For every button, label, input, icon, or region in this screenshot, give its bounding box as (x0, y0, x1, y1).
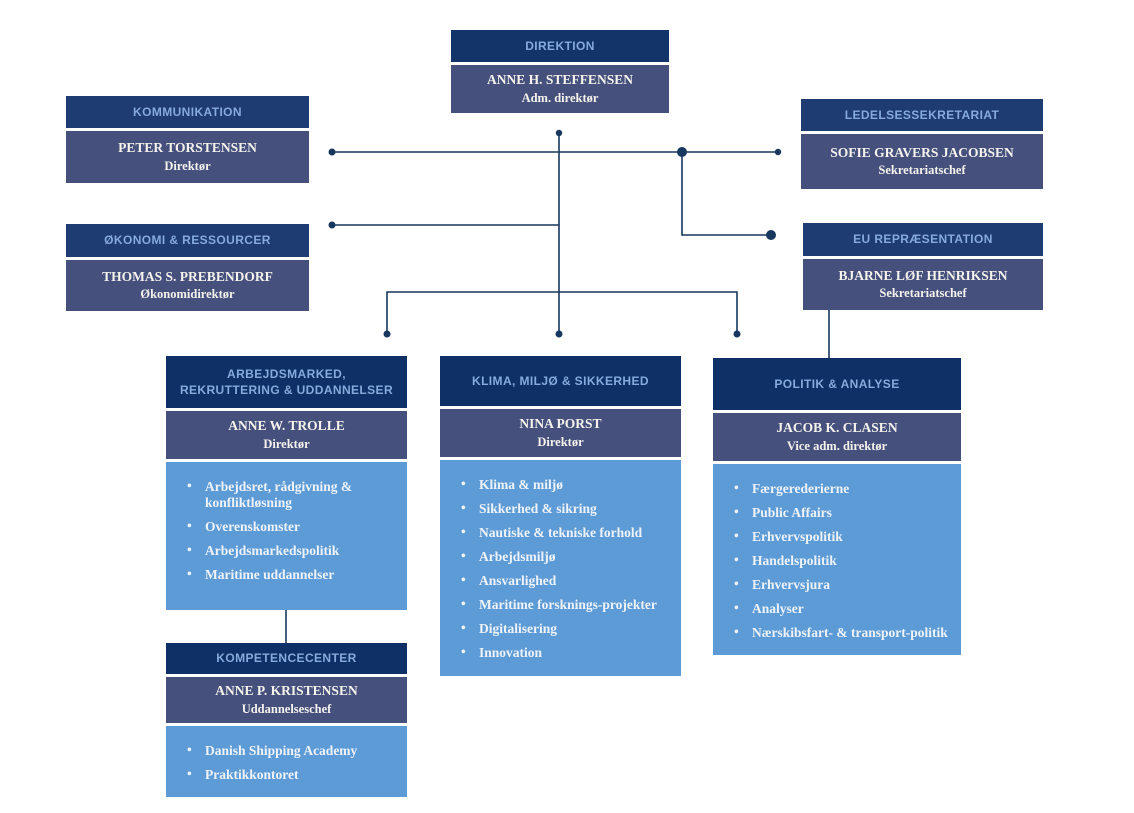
list-item: Maritime forsknings-projekter (456, 596, 675, 613)
list-item: Danish Shipping Academy (182, 742, 401, 759)
dept-header: KLIMA, MILJØ & SIKKERHED (440, 356, 681, 406)
org-box-ledelsessekretariat: LEDELSESSEKRETARIAT SOFIE GRAVERS JACOBS… (801, 99, 1043, 192)
org-box-politik-analyse: POLITIK & ANALYSE JACOB K. CLASEN Vice a… (713, 358, 961, 655)
org-box-okonomi-ressourcer: ØKONOMI & RESSOURCER THOMAS S. PREBENDOR… (66, 224, 309, 314)
list-item: Erhvervsjura (729, 576, 955, 593)
person-name: JACOB K. CLASEN (776, 420, 898, 436)
person-card: THOMAS S. PREBENDORF Økonomidirektør (66, 260, 309, 311)
dept-header: POLITIK & ANALYSE (713, 358, 961, 410)
person-title: Vice adm. direktør (786, 438, 888, 453)
list-item: Nærskibsfart- & transport-politik (729, 624, 955, 641)
list-item: Klima & miljø (456, 476, 675, 493)
person-title: Direktør (263, 436, 310, 451)
dept-header: DIREKTION (451, 30, 669, 62)
list-item: Arbejdsmiljø (456, 548, 675, 565)
list-item: Innovation (456, 644, 675, 661)
dept-header: LEDELSESSEKRETARIAT (801, 99, 1043, 131)
bullet-list: Arbejdsret, rådgivning & konfliktløsning… (166, 462, 407, 597)
person-name: ANNE H. STEFFENSEN (487, 72, 633, 88)
person-card: PETER TORSTENSEN Direktør (66, 131, 309, 183)
person-card: ANNE H. STEFFENSEN Adm. direktør (451, 65, 669, 113)
list-item: Maritime uddannelser (182, 566, 401, 583)
list-item: Overenskomster (182, 518, 401, 535)
connector-distribution (386, 291, 738, 334)
person-card: ANNE P. KRISTENSEN Uddannelseschef (166, 676, 407, 724)
org-box-eu-repraesentation: EU REPRÆSENTATION BJARNE LØF HENRIKSEN S… (803, 223, 1043, 313)
org-box-kompetencecenter: KOMPETENCECENTER ANNE P. KRISTENSEN Udda… (166, 643, 407, 797)
person-name: SOFIE GRAVERS JACOBSEN (830, 144, 1014, 160)
org-box-direktion: DIREKTION ANNE H. STEFFENSEN Adm. direkt… (451, 30, 669, 116)
person-title: Adm. direktør (521, 90, 599, 105)
person-name: ANNE P. KRISTENSEN (215, 683, 358, 699)
person-card: JACOB K. CLASEN Vice adm. direktør (713, 413, 961, 461)
person-title: Direktør (164, 158, 211, 173)
person-card: NINA PORST Direktør (440, 409, 681, 457)
person-card: SOFIE GRAVERS JACOBSEN Sekretariatschef (801, 134, 1043, 189)
list-item: Arbejdsret, rådgivning & konfliktløsning (182, 478, 401, 512)
responsibility-list: Arbejdsret, rådgivning & konfliktløsning… (166, 462, 407, 610)
list-item: Arbejdsmarkedspolitik (182, 542, 401, 559)
person-card: ANNE W. TROLLE Direktør (166, 411, 407, 459)
responsibility-list: Klima & miljøSikkerhed & sikringNautiske… (440, 460, 681, 676)
list-item: Erhvervspolitik (729, 528, 955, 545)
list-item: Public Affairs (729, 504, 955, 521)
list-item: Digitalisering (456, 620, 675, 637)
responsibility-list: FærgerederiernePublic AffairsErhvervspol… (713, 464, 961, 655)
org-box-klima-miljo-sikkerhed: KLIMA, MILJØ & SIKKERHED NINA PORST Dire… (440, 356, 681, 676)
list-item: Nautiske & tekniske forhold (456, 524, 675, 541)
connector-node-dots (328, 129, 782, 338)
bullet-list: Danish Shipping AcademyPraktikkontoret (166, 726, 407, 797)
person-name: PETER TORSTENSEN (118, 140, 257, 156)
list-item: Ansvarlighed (456, 572, 675, 589)
person-card: BJARNE LØF HENRIKSEN Sekretariatschef (803, 259, 1043, 310)
person-title: Økonomidirektør (140, 287, 235, 302)
person-title: Sekretariatschef (878, 163, 966, 178)
list-item: Sikkerhed & sikring (456, 500, 675, 517)
dept-header: ØKONOMI & RESSOURCER (66, 224, 309, 257)
person-title: Sekretariatschef (879, 286, 967, 301)
dept-header: EU REPRÆSENTATION (803, 223, 1043, 256)
person-name: THOMAS S. PREBENDORF (102, 268, 273, 284)
dept-header: KOMPETENCECENTER (166, 643, 407, 674)
list-item: Praktikkontoret (182, 766, 401, 783)
bullet-list: Klima & miljøSikkerhed & sikringNautiske… (440, 460, 681, 675)
responsibility-list: Danish Shipping AcademyPraktikkontoret (166, 726, 407, 797)
person-title: Direktør (537, 434, 584, 449)
list-item: Handelspolitik (729, 552, 955, 569)
person-title: Uddannelseschef (241, 701, 332, 716)
dept-header: KOMMUNIKATION (66, 96, 309, 128)
person-name: BJARNE LØF HENRIKSEN (838, 267, 1008, 283)
list-item: Færgerederierne (729, 480, 955, 497)
bullet-list: FærgerederiernePublic AffairsErhvervspol… (713, 464, 961, 655)
person-name: ANNE W. TROLLE (228, 418, 345, 434)
org-box-arbejdsmarked: ARBEJDSMARKED, REKRUTTERING & UDDANNELSE… (166, 356, 407, 610)
org-box-kommunikation: KOMMUNIKATION PETER TORSTENSEN Direktør (66, 96, 309, 186)
list-item: Analyser (729, 600, 955, 617)
dept-header: ARBEJDSMARKED, REKRUTTERING & UDDANNELSE… (166, 356, 407, 408)
connector-eu-branch (681, 152, 771, 236)
person-name: NINA PORST (519, 416, 602, 432)
